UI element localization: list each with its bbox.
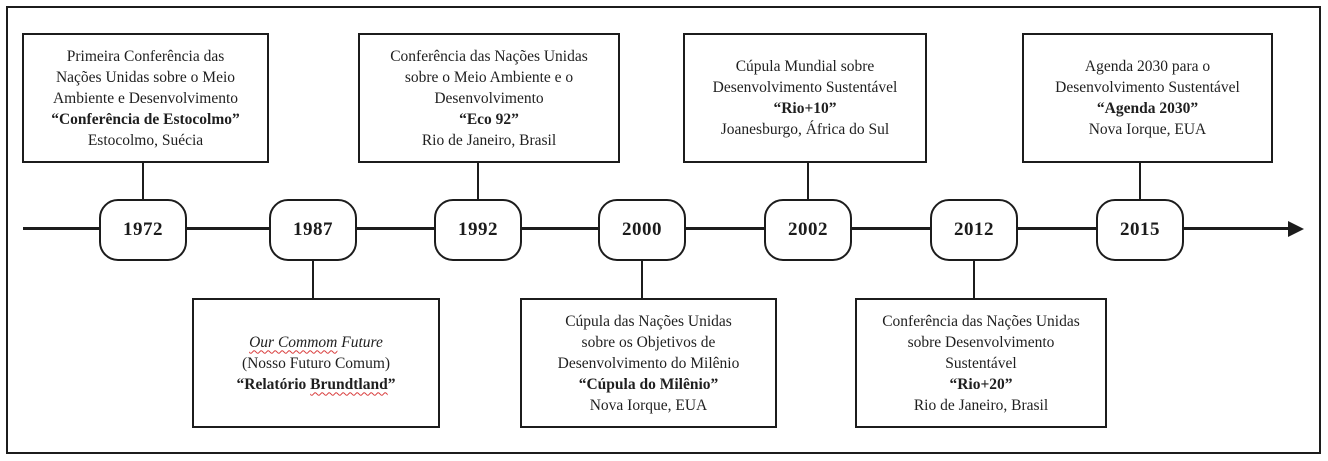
- text-segment: (Nosso Futuro Comum): [241, 354, 391, 372]
- event-connector-1987: [312, 261, 314, 298]
- text-segment: Desenvolvimento Sustentável: [712, 79, 898, 96]
- year-node-1987: 1987: [269, 199, 357, 261]
- event-box-1992: Conferência das Nações Unidas sobre o Mei…: [358, 33, 620, 163]
- event-line: Cúpula Mundial sobre: [736, 56, 875, 77]
- event-line: Our Commom Future: [249, 332, 383, 353]
- event-line: Conferência das Nações Unidas: [882, 311, 1080, 332]
- event-line: Joanesburgo, África do Sul: [721, 119, 889, 140]
- text-segment: “Rio+20”: [949, 375, 1013, 393]
- text-segment: Ambiente e Desenvolvimento: [52, 89, 239, 107]
- event-line: sobre o Meio Ambiente e o: [405, 67, 573, 88]
- event-connector-2015: [1139, 163, 1141, 199]
- text-segment: Cúpula Mundial sobre: [735, 58, 875, 75]
- text-segment: Conferência das Nações Unidas: [390, 47, 588, 65]
- event-line: Primeira Conferência das: [67, 46, 225, 67]
- event-line: “Relatório Brundtland”: [237, 374, 396, 395]
- text-segment: sobre Desenvolvimento: [907, 333, 1055, 351]
- event-line: Ambiente e Desenvolvimento: [53, 88, 238, 109]
- text-segment: “Relatório: [236, 375, 311, 393]
- event-connector-2000: [641, 261, 643, 298]
- spellcheck-flagged-text: Brundtland: [310, 375, 388, 393]
- event-line: Cúpula das Nações Unidas: [565, 311, 732, 332]
- event-line: “Rio+20”: [949, 374, 1012, 395]
- text-segment: Estocolmo, Suécia: [87, 131, 204, 149]
- event-box-2012: Conferência das Nações Unidas sobre Desen…: [855, 298, 1107, 428]
- event-line: Nações Unidas sobre o Meio: [56, 67, 235, 88]
- year-node-2000: 2000: [598, 199, 686, 261]
- event-line: Nova Iorque, EUA: [590, 395, 708, 416]
- text-segment: Desenvolvimento: [434, 89, 544, 107]
- text-segment: Nova Iorque, EUA: [1088, 121, 1207, 138]
- event-line: Rio de Janeiro, Brasil: [422, 130, 556, 151]
- text-segment: Desenvolvimento Sustentável: [1055, 79, 1240, 96]
- event-line: Desenvolvimento: [434, 88, 543, 109]
- event-line: Desenvolvimento do Milênio: [558, 353, 740, 374]
- year-node-2002: 2002: [764, 199, 852, 261]
- text-segment: Future: [337, 333, 383, 351]
- text-segment: ”: [387, 375, 396, 393]
- event-line: Desenvolvimento Sustentável: [1055, 77, 1240, 98]
- event-line: “Cúpula do Milênio”: [579, 374, 719, 395]
- text-segment: Primeira Conferência das: [66, 47, 225, 65]
- event-line: Desenvolvimento Sustentável: [713, 77, 898, 98]
- event-line: “Rio+10”: [773, 98, 836, 119]
- event-line: Conferência das Nações Unidas: [390, 46, 588, 67]
- text-segment: Agenda 2030 para o: [1084, 58, 1211, 75]
- event-connector-1992: [477, 163, 479, 199]
- text-segment: Cúpula das Nações Unidas: [565, 312, 732, 330]
- event-line: Rio de Janeiro, Brasil: [914, 395, 1048, 416]
- year-node-1972: 1972: [99, 199, 187, 261]
- event-connector-2012: [973, 261, 975, 298]
- event-line: sobre os Objetivos de: [582, 332, 716, 353]
- text-segment: Rio de Janeiro, Brasil: [913, 396, 1049, 414]
- event-connector-2002: [807, 163, 809, 199]
- event-line: “Agenda 2030”: [1097, 98, 1198, 119]
- event-line: “Conferência de Estocolmo”: [51, 109, 240, 130]
- text-segment: Nova Iorque, EUA: [589, 396, 708, 414]
- text-segment: sobre os Objetivos de: [581, 333, 716, 351]
- text-segment: “Conferência de Estocolmo”: [51, 110, 240, 128]
- text-segment: sobre o Meio Ambiente e o: [404, 68, 574, 86]
- year-node-1992: 1992: [434, 199, 522, 261]
- year-node-2012: 2012: [930, 199, 1018, 261]
- text-segment: “Rio+10”: [773, 100, 837, 117]
- event-line: “Eco 92”: [459, 109, 519, 130]
- text-segment: Nações Unidas sobre o Meio: [55, 68, 236, 86]
- text-segment: “Agenda 2030”: [1096, 100, 1199, 117]
- text-segment: Rio de Janeiro, Brasil: [421, 131, 557, 149]
- event-box-1987: Our Commom Future(Nosso Futuro Comum)“Re…: [192, 298, 440, 428]
- text-segment: “Eco 92”: [459, 110, 519, 128]
- text-segment: Sustentável: [945, 354, 1017, 372]
- event-box-2015: Agenda 2030 para o Desenvolvimento Susten…: [1022, 33, 1273, 163]
- spellcheck-flagged-text: Our Commom: [249, 333, 338, 351]
- event-line: (Nosso Futuro Comum): [242, 353, 390, 374]
- text-segment: “Cúpula do Milênio”: [578, 375, 719, 393]
- timeline-arrowhead-icon: [1288, 220, 1304, 237]
- text-segment: Joanesburgo, África do Sul: [720, 121, 890, 138]
- text-segment: Conferência das Nações Unidas: [882, 312, 1080, 330]
- event-line: Agenda 2030 para o: [1085, 56, 1210, 77]
- event-box-2000: Cúpula das Nações Unidas sobre os Objetiv…: [520, 298, 777, 428]
- event-line: Estocolmo, Suécia: [88, 130, 203, 151]
- text-segment: Desenvolvimento do Milênio: [557, 354, 740, 372]
- event-connector-1972: [142, 163, 144, 199]
- event-line: Nova Iorque, EUA: [1089, 119, 1207, 140]
- event-line: sobre Desenvolvimento: [908, 332, 1055, 353]
- year-node-2015: 2015: [1096, 199, 1184, 261]
- event-line: Sustentável: [945, 353, 1016, 374]
